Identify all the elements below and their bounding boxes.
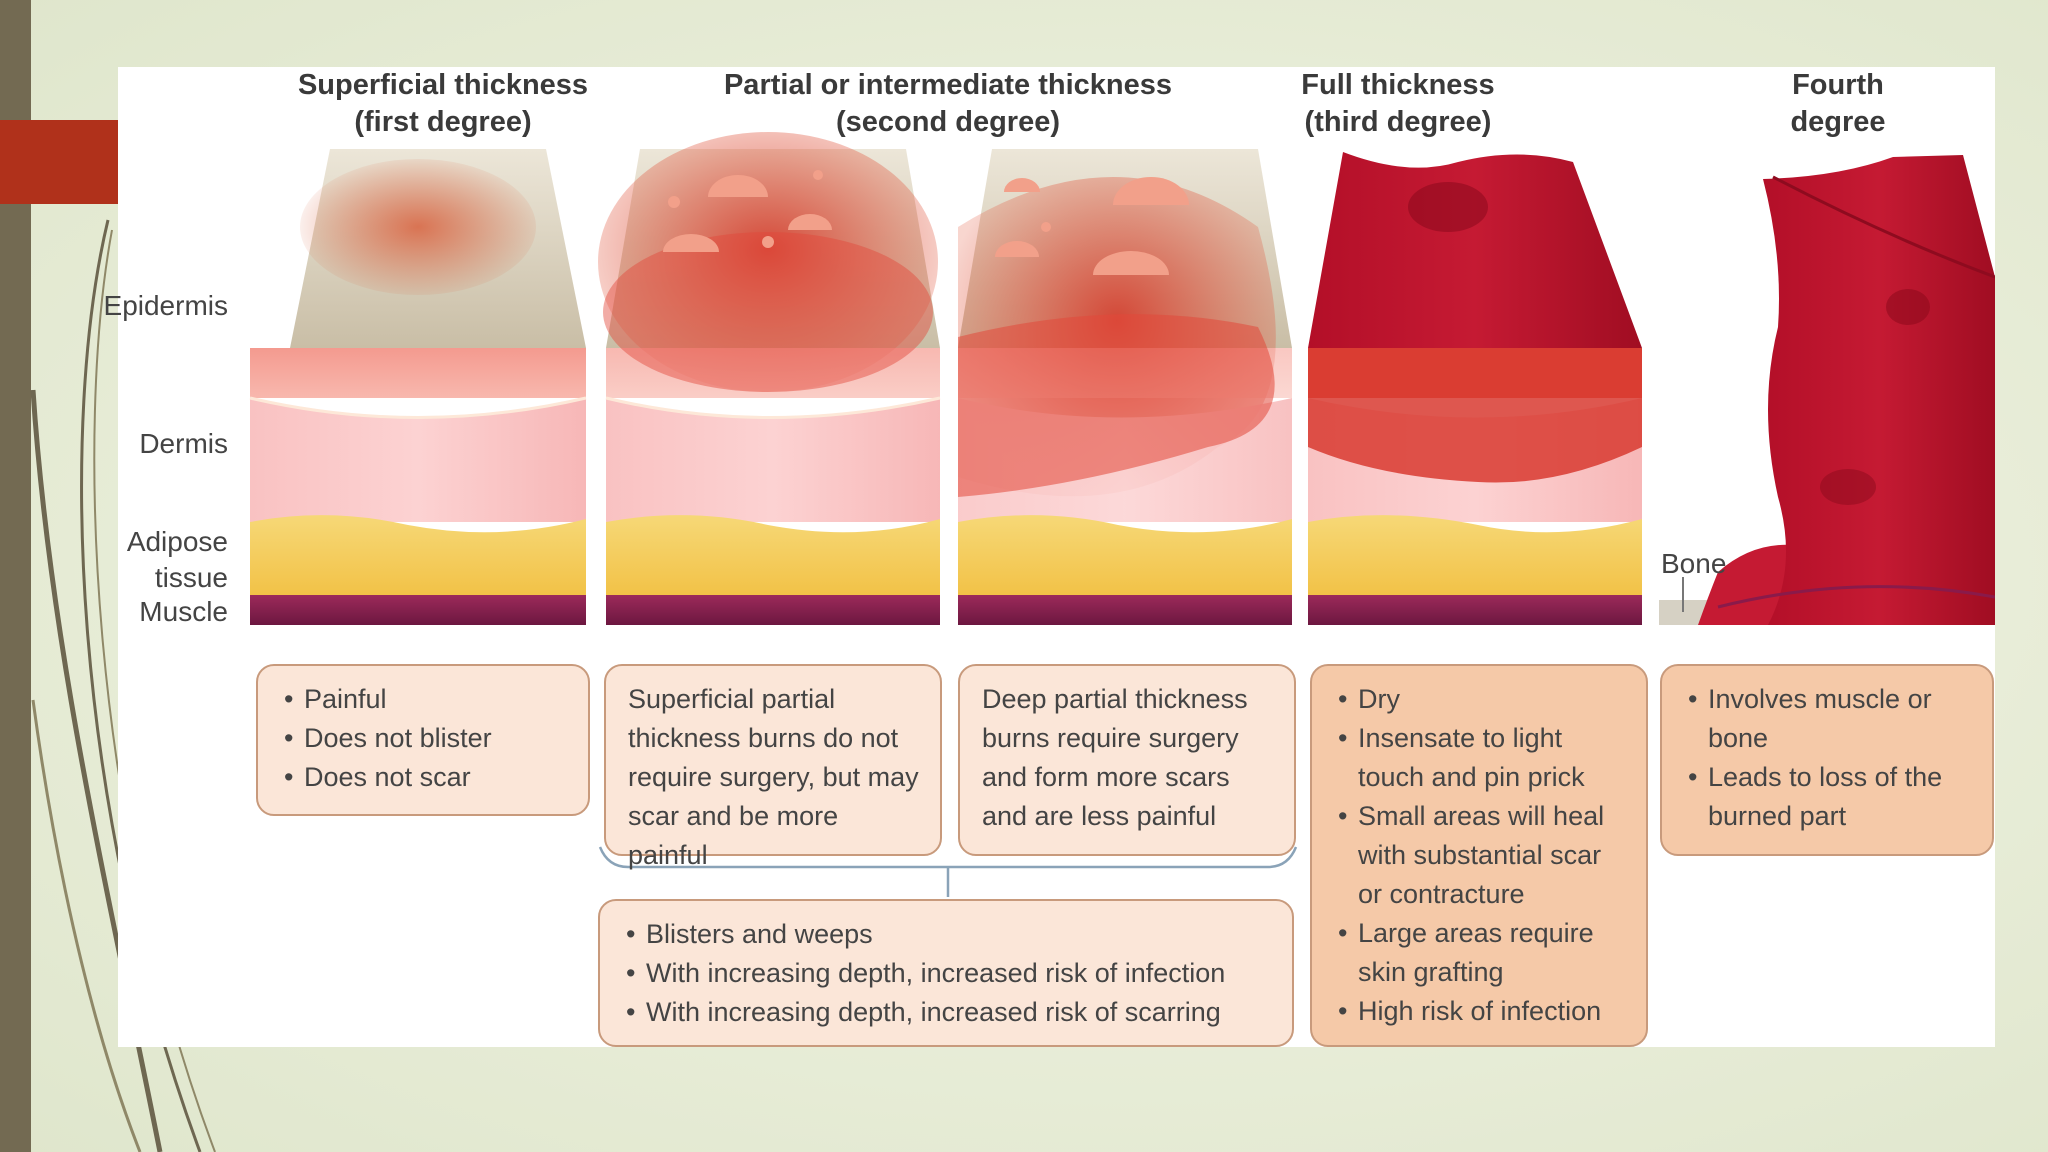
header-fourth-degree: Fourth degree bbox=[1738, 67, 1938, 141]
box-fourth-degree: Involves muscle or bone Leads to loss of… bbox=[1660, 664, 1994, 856]
box-text: Deep partial thickness burns require sur… bbox=[982, 684, 1248, 831]
burn-depth-figure: Superficial thickness (first degree) Par… bbox=[104, 67, 1995, 1047]
bullet-item: With increasing depth, increased risk of… bbox=[626, 993, 1276, 1032]
bullet-item: Insensate to light touch and pin prick bbox=[1338, 719, 1630, 797]
box-deep-partial: Deep partial thickness burns require sur… bbox=[958, 664, 1296, 856]
bullet-item: Blisters and weeps bbox=[626, 915, 1276, 954]
box-text: Superficial partial thickness burns do n… bbox=[628, 684, 919, 870]
accent-tab bbox=[0, 120, 118, 204]
skin-illustration bbox=[249, 132, 1995, 897]
bullet-item: With increasing depth, increased risk of… bbox=[626, 954, 1276, 993]
header-line: Superficial thickness bbox=[297, 69, 589, 101]
header-second-degree: Partial or intermediate thickness (secon… bbox=[588, 67, 1308, 141]
label-muscle: Muscle bbox=[139, 596, 228, 627]
bullet-item: Does not blister bbox=[284, 719, 572, 758]
header-line: (second degree) bbox=[836, 106, 1060, 138]
bullet-item: Small areas will heal with substantial s… bbox=[1338, 797, 1630, 914]
panel-full-thickness bbox=[1308, 152, 1642, 625]
bullet-item: Leads to loss of the burned part bbox=[1688, 758, 1976, 836]
bullet-item: Involves muscle or bone bbox=[1688, 680, 1976, 758]
panel-deep-partial bbox=[958, 149, 1292, 625]
bullet-item: Painful bbox=[284, 680, 572, 719]
label-bone: Bone bbox=[1661, 548, 1727, 579]
bullet-item: Large areas require skin grafting bbox=[1338, 914, 1630, 992]
panel-first-degree bbox=[249, 149, 587, 625]
label-dermis: Dermis bbox=[139, 428, 228, 459]
label-epidermis: Epidermis bbox=[103, 290, 228, 321]
panel-fourth-degree bbox=[1659, 155, 1995, 625]
header-line: Partial or intermediate thickness bbox=[723, 69, 1173, 101]
box-third-degree: Dry Insensate to light touch and pin pri… bbox=[1310, 664, 1648, 1047]
box-first-degree: Painful Does not blister Does not scar bbox=[256, 664, 590, 816]
label-adipose: Adipose bbox=[126, 526, 228, 557]
header-line: (first degree) bbox=[354, 106, 532, 138]
header-line: Fourth bbox=[1792, 69, 1884, 101]
label-tissue: tissue bbox=[154, 562, 228, 593]
bullet-item: High risk of infection bbox=[1338, 992, 1630, 1031]
header-first-degree: Superficial thickness (first degree) bbox=[268, 67, 618, 141]
box-superficial-partial: Superficial partial thickness burns do n… bbox=[604, 664, 942, 870]
header-line: (third degree) bbox=[1304, 106, 1492, 138]
bullet-item: Dry bbox=[1338, 680, 1630, 719]
header-third-degree: Full thickness (third degree) bbox=[1268, 67, 1528, 141]
panel-superficial-partial bbox=[598, 132, 941, 625]
box-second-degree-shared: Blisters and weeps With increasing depth… bbox=[598, 899, 1294, 1047]
header-line: Full thickness bbox=[1301, 69, 1495, 101]
header-line: degree bbox=[1790, 106, 1886, 138]
bullet-item: Does not scar bbox=[284, 758, 572, 797]
